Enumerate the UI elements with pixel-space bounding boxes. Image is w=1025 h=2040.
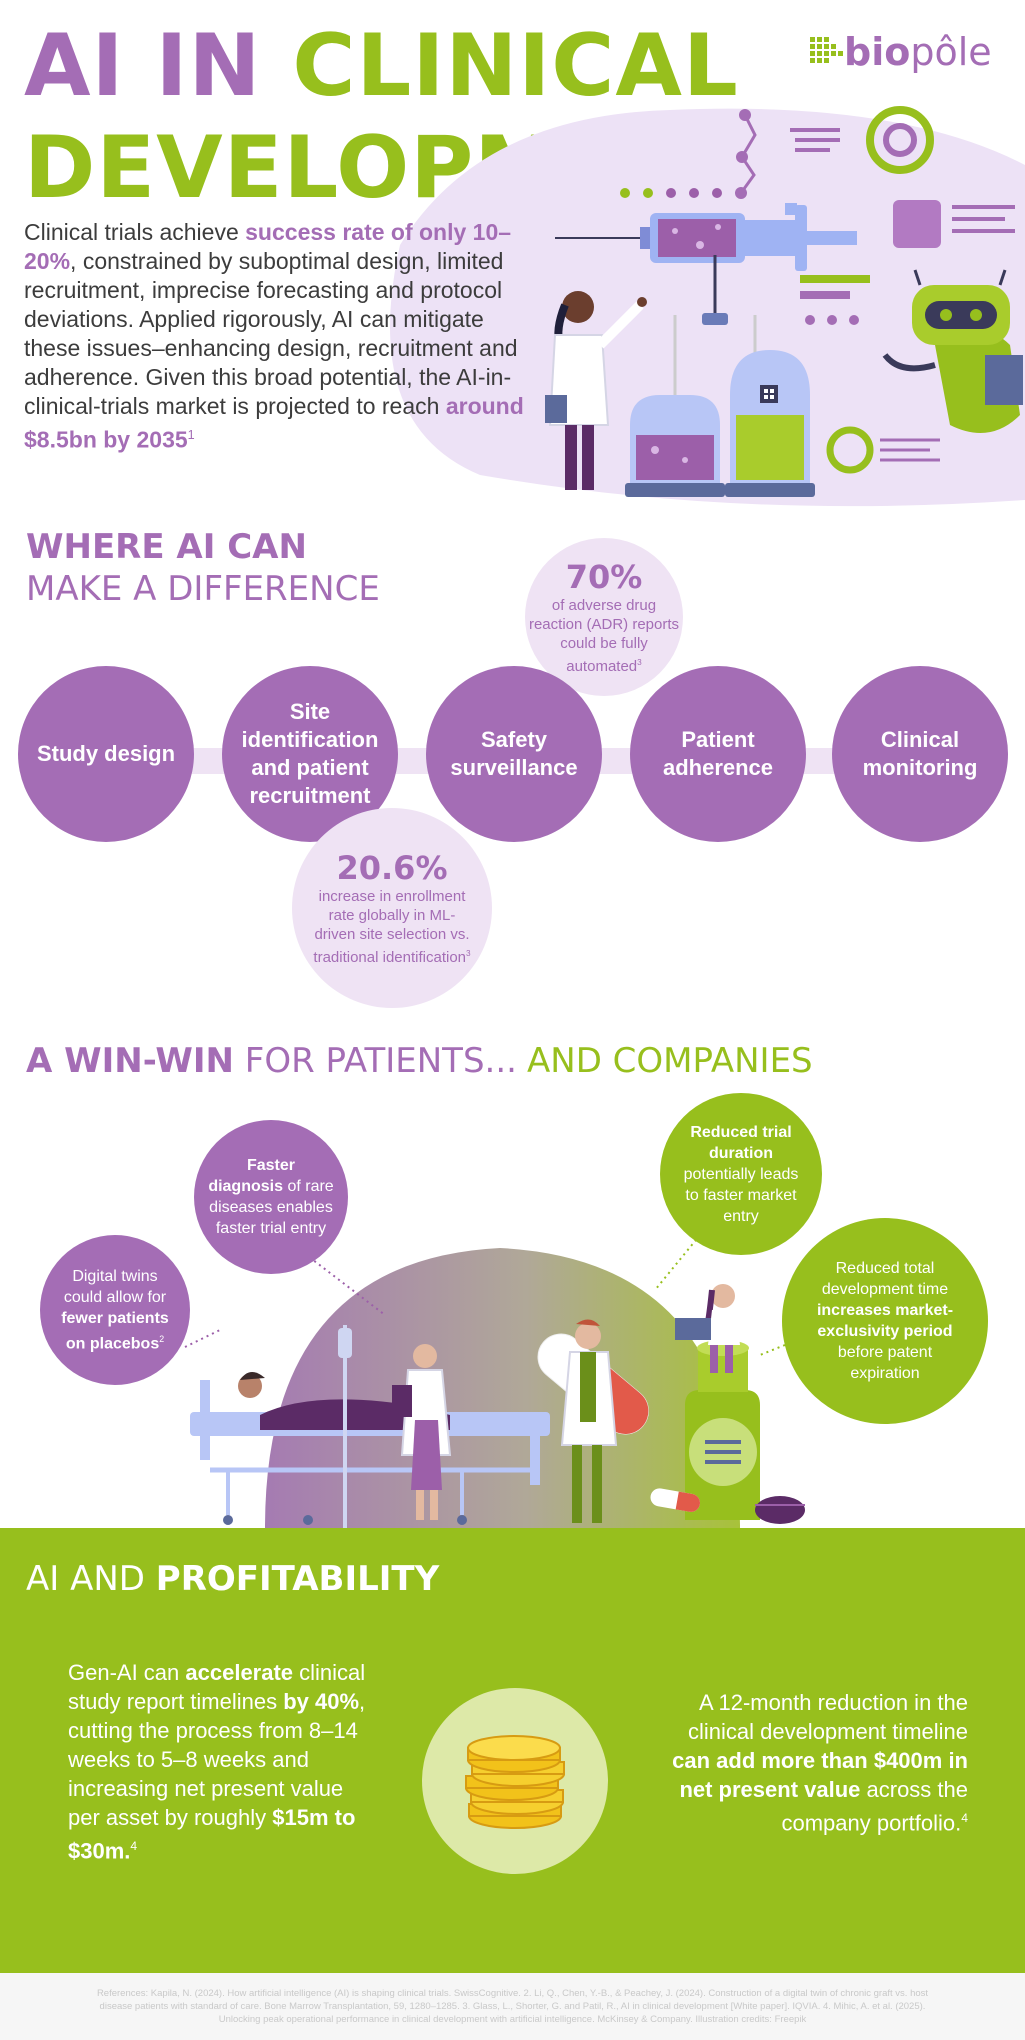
circle-safety-surveillance: Safety surveillance [426,666,602,842]
winwin-heading-companies: AND COMPANIES [527,1041,813,1081]
references-footer: References: Kapila, N. (2024). How artif… [0,1973,1025,2040]
page-title: AI IN CLINICAL [24,16,739,116]
profitability-heading: AI AND PROFITABILITY [26,1559,440,1599]
coins-badge [422,1688,608,1874]
stat-adr: 70% of adverse drug reaction (ADR) repor… [525,538,683,696]
circle-study-design: Study design [18,666,194,842]
difference-heading: WHERE AI CAN MAKE A DIFFERENCE [26,527,380,609]
bubble-reduced-duration: Reduced trial duration potentially leads… [660,1093,822,1255]
bubble-market-exclusivity: Reduced total development time increases… [782,1218,988,1424]
logo-bold: bio [844,30,911,74]
winwin-heading: A WIN-WIN FOR PATIENTS... [26,1041,517,1081]
winwin-illustration [190,1248,805,1530]
profitability-right-text: A 12-month reduction in the clinical dev… [672,1690,968,1836]
bubble-connectors [184,1234,786,1356]
circle-patient-adherence: Patient adherence [630,666,806,842]
logo-light: pôle [910,30,992,74]
hero-illustration [390,106,1025,507]
profitability-left-text: Gen-AI can accelerate clinical study rep… [68,1660,366,1864]
coins-icon [465,1735,565,1829]
bubble-digital-twins: Digital twins could allow for fewer pati… [40,1235,190,1385]
profitability-section: AI AND PROFITABILITY Gen-AI can accelera… [0,1528,1025,1973]
circle-clinical-monitoring: Clinical monitoring [832,666,1008,842]
stat-enrollment: 20.6% increase in enrollment rate global… [292,808,492,1008]
logo-dots-icon [810,37,843,63]
circle-site-identification: Site identification and patient recruitm… [222,666,398,842]
intro-paragraph: Clinical trials achieve success rate of … [24,219,524,453]
bubble-faster-diagnosis: Faster diagnosis of rare diseases enable… [194,1120,348,1274]
